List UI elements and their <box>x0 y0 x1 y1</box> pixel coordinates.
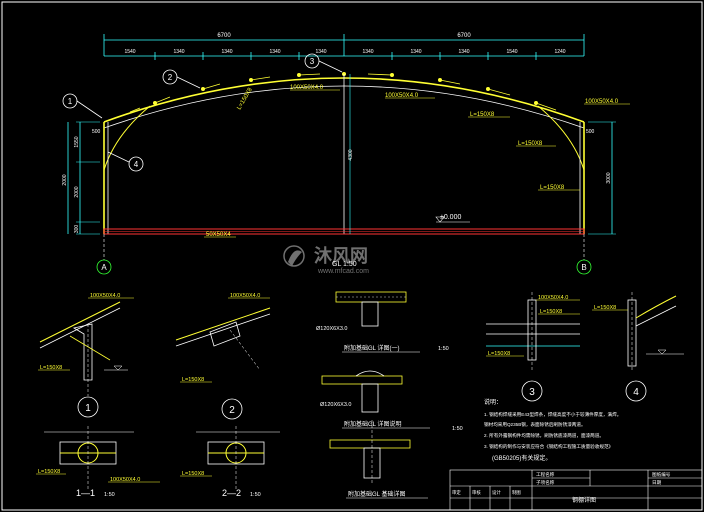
gl2-caption: 附加基础GL 详图说明 <box>344 420 401 428</box>
label-right-a: 100X50X4.0 <box>585 99 619 105</box>
d2-number: 2 <box>229 405 235 416</box>
notes-line-3: 2. 所有外露钢构件均需除锈，刷防锈底漆两道，面漆两道。 <box>484 432 604 439</box>
callout-3: 3 <box>310 57 315 66</box>
notes-heading: 说明： <box>484 398 502 406</box>
label-right-c: L=150X8 <box>518 141 543 147</box>
watermark-url: www.mfcad.com <box>317 268 369 275</box>
tb-date: 日期 <box>652 480 662 486</box>
section-1-1: L=150X8 100X50X4.0 1—1 1:50 <box>36 426 160 498</box>
s11-title: 1—1 <box>76 488 95 498</box>
tb-sub: 子项名称 <box>536 479 555 486</box>
seg-dim-8: 1340 <box>458 49 469 55</box>
seg-dim-4: 1340 <box>269 49 280 55</box>
d3-label-a: 100X50X4.0 <box>538 295 568 301</box>
gl1-caption: 附加基础GL 详图(一) <box>344 344 399 352</box>
watermark: 沐风网 www.mfcad.com <box>283 245 369 275</box>
tb-project: 工程名称 <box>536 471 555 478</box>
gl3-caption: 附加基础GL 基础详图 <box>348 490 405 498</box>
label-arc-left: L=150X8 <box>237 86 255 111</box>
notes-line-4: 3. 钢结构的制作与安装应符合《钢结构工程施工质量验收规范》 <box>484 443 613 450</box>
edge-label-right: 500 <box>586 129 595 135</box>
seg-dim-3: 1340 <box>221 49 232 55</box>
title-block <box>449 469 703 511</box>
callout-1: 1 <box>68 97 73 106</box>
watermark-brand: 沐风网 <box>314 245 368 266</box>
elevation-mark: ±0.000 <box>440 214 461 221</box>
tb-drawing-name: 钢棚详图 <box>572 496 596 504</box>
left-h-2: 2000 <box>62 174 68 185</box>
left-h-3: 2000 <box>74 186 80 197</box>
label-right-b: L=150X8 <box>470 112 495 118</box>
axis-bubble-a <box>96 259 112 275</box>
gl2-scale: 1:50 <box>452 426 463 432</box>
tb-role-4: 制图 <box>512 489 521 496</box>
seg-dim-7: 1340 <box>410 49 421 55</box>
d1-label-a: 100X50X4.0 <box>90 293 120 299</box>
gl1-scale: 1:50 <box>438 346 449 352</box>
notes-line-2: 钢材均采用Q235B钢，表面除锈后刷防锈漆两道。 <box>484 421 586 428</box>
d2-label-a: 100X50X4.0 <box>230 293 260 299</box>
d1-label-b: L=150X8 <box>40 365 62 371</box>
detail-2: 100X50X4.0 L=150X8 2 <box>175 293 271 420</box>
seg-dim-1: 1540 <box>124 49 135 55</box>
tb-role-1: 审定 <box>452 489 461 496</box>
tb-drawing-no: 图纸编号 <box>652 471 671 478</box>
detail-3: 100X50X4.0 L=150X8 L=150X8 3 <box>486 292 580 402</box>
gl1-dim: Ø120X6X3.0 <box>316 326 348 332</box>
edge-label-left: 500 <box>92 129 101 135</box>
d4-label-a: L=150X8 <box>594 305 616 311</box>
left-h-1: 1550 <box>74 136 80 147</box>
d3-number: 3 <box>529 387 535 398</box>
general-notes: 说明： 1. 钢结构焊缝采用E43型焊条，焊缝高度不小于较薄件厚度，满焊。 钢材… <box>484 398 621 462</box>
seg-dim-5: 1340 <box>315 49 326 55</box>
s11-scale: 1:50 <box>104 492 115 498</box>
main-elevation: 6700 6700 1540 1340 1340 1340 1340 1340 … <box>62 33 630 275</box>
right-height: 3000 <box>606 172 612 183</box>
seg-dim-2: 1340 <box>173 49 184 55</box>
gl-details: GL 1:50 Ø120X6X3.0 附加基础GL 详图(一) 1:50 Ø12… <box>316 261 463 499</box>
d1-number: 1 <box>85 403 91 414</box>
s11-label-b: L=150X8 <box>38 469 60 475</box>
s22-scale: 1:50 <box>250 492 261 498</box>
d3-label-b: L=150X8 <box>540 309 562 315</box>
label-right-d: L=150X8 <box>540 185 565 191</box>
label-top-b: 100X50X4.0 <box>385 93 419 99</box>
s11-label-a: 100X50X4.0 <box>110 477 140 483</box>
callout-2: 2 <box>168 73 173 82</box>
d2-label-b: L=150X8 <box>182 377 204 383</box>
s22-title: 2—2 <box>222 488 241 498</box>
overall-dim-right: 6700 <box>457 33 471 39</box>
s22-label-a: L=150X8 <box>182 471 204 477</box>
notes-line-5: (GB50205)有关规定。 <box>492 454 551 462</box>
mid-height: 4300 <box>348 149 354 160</box>
d4-number: 4 <box>633 387 639 398</box>
callout-4: 4 <box>134 160 139 169</box>
notes-line-1: 1. 钢结构焊缝采用E43型焊条，焊缝高度不小于较薄件厚度，满焊。 <box>484 411 621 418</box>
label-base: 50X50X4 <box>206 232 231 238</box>
detail-4: L=150X8 4 <box>592 292 684 402</box>
seg-dim-6: 1340 <box>362 49 373 55</box>
left-h-4: 300 <box>74 225 80 234</box>
d3-label-c: L=150X8 <box>488 351 510 357</box>
axis-b-label: B <box>581 263 586 272</box>
seg-dim-10: 1240 <box>554 49 565 55</box>
label-top-a: 100X50X4.0 <box>290 85 324 91</box>
axis-a-label: A <box>101 263 107 272</box>
detail-1: 100X50X4.0 L=150X8 1 <box>38 293 134 418</box>
tb-role-2: 审核 <box>472 489 481 496</box>
seg-dim-9: 1540 <box>506 49 517 55</box>
gl1-title: GL 1:50 <box>332 261 357 268</box>
section-2-2: L=150X8 2—2 1:50 <box>180 426 280 498</box>
axis-bubble-b <box>576 259 592 275</box>
gl2-dim: Ø120X6X3.0 <box>320 402 352 408</box>
overall-dim-left: 6700 <box>217 33 231 39</box>
watermark-logo-icon <box>283 245 305 267</box>
tb-role-3: 设计 <box>492 489 501 496</box>
